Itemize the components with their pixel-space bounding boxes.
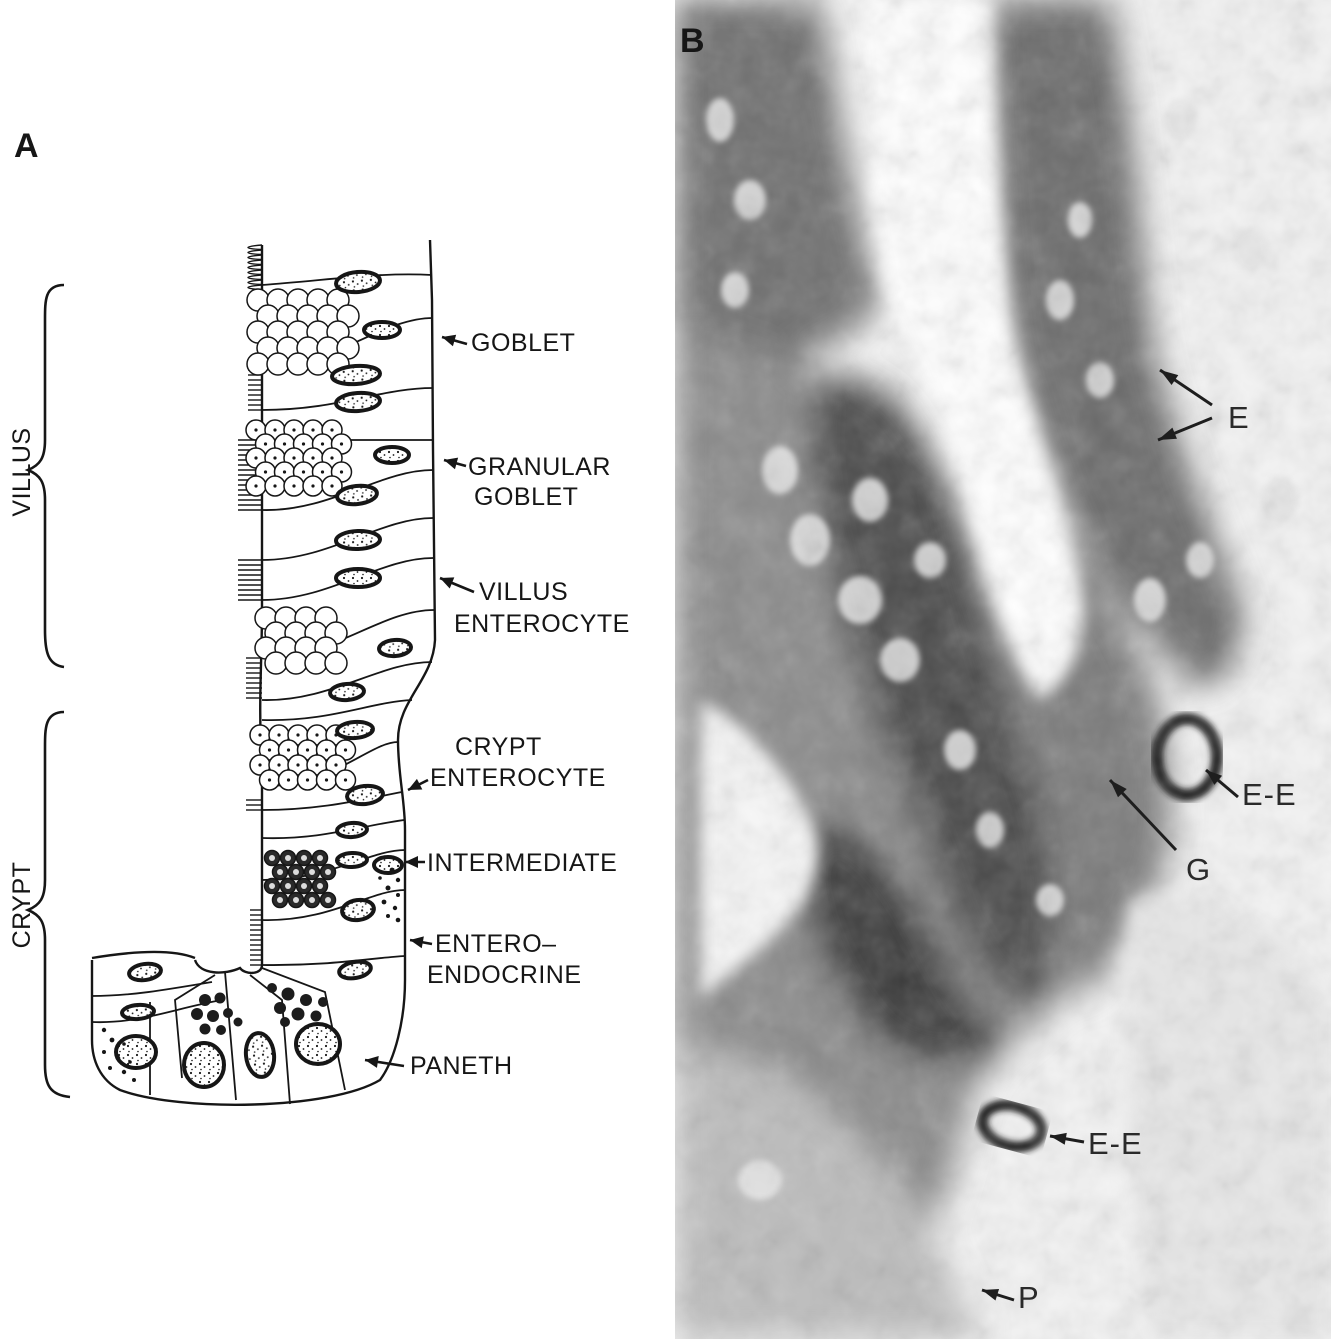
panel-a-letter: A	[14, 127, 39, 165]
label-villus-enterocyte-line2: ENTEROCYTE	[454, 610, 630, 638]
villus-region-label: VILLUS	[8, 427, 36, 516]
micrograph-label-e-e-lower: E-E	[1088, 1126, 1143, 1161]
micrograph-label-g: G	[1186, 852, 1211, 887]
panel-b-micrograph: B E E-E G E-E P	[675, 0, 1331, 1339]
panel-b-letter: B	[680, 22, 705, 60]
micrograph-label-p: P	[1018, 1280, 1040, 1315]
label-enteroendocrine-line1: ENTERO–	[435, 930, 557, 958]
label-intermediate: INTERMEDIATE	[427, 849, 617, 877]
crypt-region-label: CRYPT	[8, 862, 36, 949]
label-villus-enterocyte-line1: VILLUS	[479, 578, 568, 606]
panel-a-diagram: A VILLUS CRYPT	[8, 127, 630, 1105]
label-paneth: PANETH	[410, 1052, 513, 1080]
micrograph-label-e-e-upper: E-E	[1242, 777, 1297, 812]
micrograph-label-e: E	[1228, 400, 1250, 435]
intermediate-cell-granules	[265, 851, 336, 908]
label-crypt-enterocyte-line2: ENTEROCYTE	[430, 764, 606, 792]
label-granular-goblet-line1: GRANULAR	[468, 453, 611, 481]
label-granular-goblet-line2: GOBLET	[474, 483, 578, 511]
cell-type-labels: GOBLET GRANULAR GOBLET VILLUS ENTEROCYTE…	[410, 329, 630, 1080]
label-enteroendocrine-line2: ENDOCRINE	[427, 961, 582, 989]
label-crypt-enterocyte-line1: CRYPT	[455, 733, 542, 761]
label-goblet: GOBLET	[471, 329, 575, 357]
